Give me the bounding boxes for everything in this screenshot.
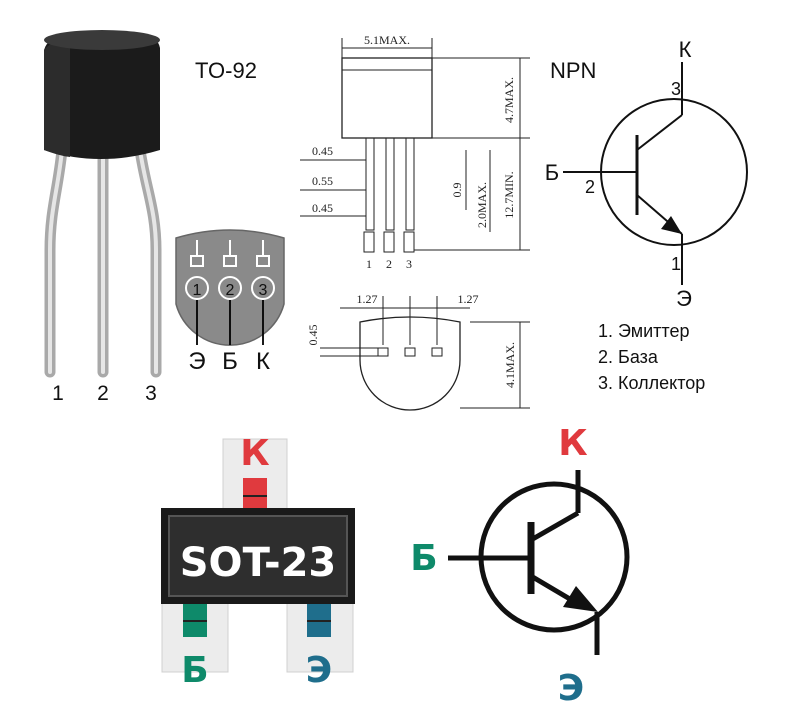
npn-large-emitter-arrow-icon [563, 586, 598, 612]
dim-045-bottom: 0.45 [306, 325, 320, 346]
npn-symbol-large [448, 470, 630, 655]
dim-width-max: 5.1MAX. [364, 33, 410, 47]
npn-title: NPN [550, 58, 596, 83]
pin-circle-1: 1 [193, 282, 202, 299]
leg-number-2: 2 [97, 382, 109, 405]
npn-emitter-arrow-icon [661, 216, 682, 234]
dim-body-height-max: 4.7MAX. [502, 77, 516, 123]
npn-base-pin: 2 [585, 177, 595, 197]
npn-emitter-pin: 1 [671, 254, 681, 274]
dim-pin-3: 3 [406, 257, 412, 271]
dim-045-mid: 0.45 [312, 201, 333, 215]
npn-collector-pin: 3 [671, 79, 681, 99]
to92-bottom-view [175, 229, 285, 346]
to92-title: TO-92 [195, 58, 257, 83]
npn-symbol [563, 62, 748, 285]
sot23-emitter-letter: Э [306, 650, 332, 691]
to92-transistor-illustration [44, 30, 162, 378]
sot23-base-letter: Б [181, 650, 208, 691]
symbol-emitter-letter: Э [558, 668, 584, 709]
symbol-collector-letter: К [558, 423, 587, 464]
dim-pin-2: 2 [386, 257, 392, 271]
symbol-base-letter: Б [410, 538, 437, 579]
legend-item-base: 2. База [598, 347, 659, 367]
pin-letter-base: Б [222, 348, 238, 375]
dim-pin-1: 1 [366, 257, 372, 271]
pin-letter-collector: К [256, 348, 270, 375]
pin-letter-emitter: Э [188, 348, 205, 375]
leg-number-1: 1 [52, 382, 64, 405]
pin-circle-3: 3 [259, 282, 268, 299]
npn-base-letter: Б [545, 160, 559, 185]
dim-lead-09: 0.9 [450, 183, 464, 198]
dimension-drawing-bottom [320, 296, 530, 411]
sot23-collector-letter: К [240, 433, 269, 474]
sot23-package [161, 438, 355, 673]
pin-circle-2: 2 [226, 282, 235, 299]
dimension-drawing-side [300, 38, 530, 253]
npn-collector-letter: К [679, 37, 692, 62]
dim-pitch-right: 1.27 [458, 292, 479, 306]
dim-pitch-left: 1.27 [357, 292, 378, 306]
legend-item-emitter: 1. Эмиттер [598, 321, 690, 341]
dim-lead-length-min: 12.7MIN. [502, 171, 516, 218]
dim-depth-max: 4.1MAX. [503, 342, 517, 388]
dim-lead-2max: 2.0MAX. [475, 182, 489, 228]
legend-item-collector: 3. Коллектор [598, 373, 705, 393]
dim-045-top: 0.45 [312, 144, 333, 158]
dim-055: 0.55 [312, 174, 333, 188]
sot23-label: SOT-23 [180, 540, 336, 586]
npn-emitter-letter: Э [676, 286, 692, 311]
leg-number-3: 3 [145, 382, 157, 405]
